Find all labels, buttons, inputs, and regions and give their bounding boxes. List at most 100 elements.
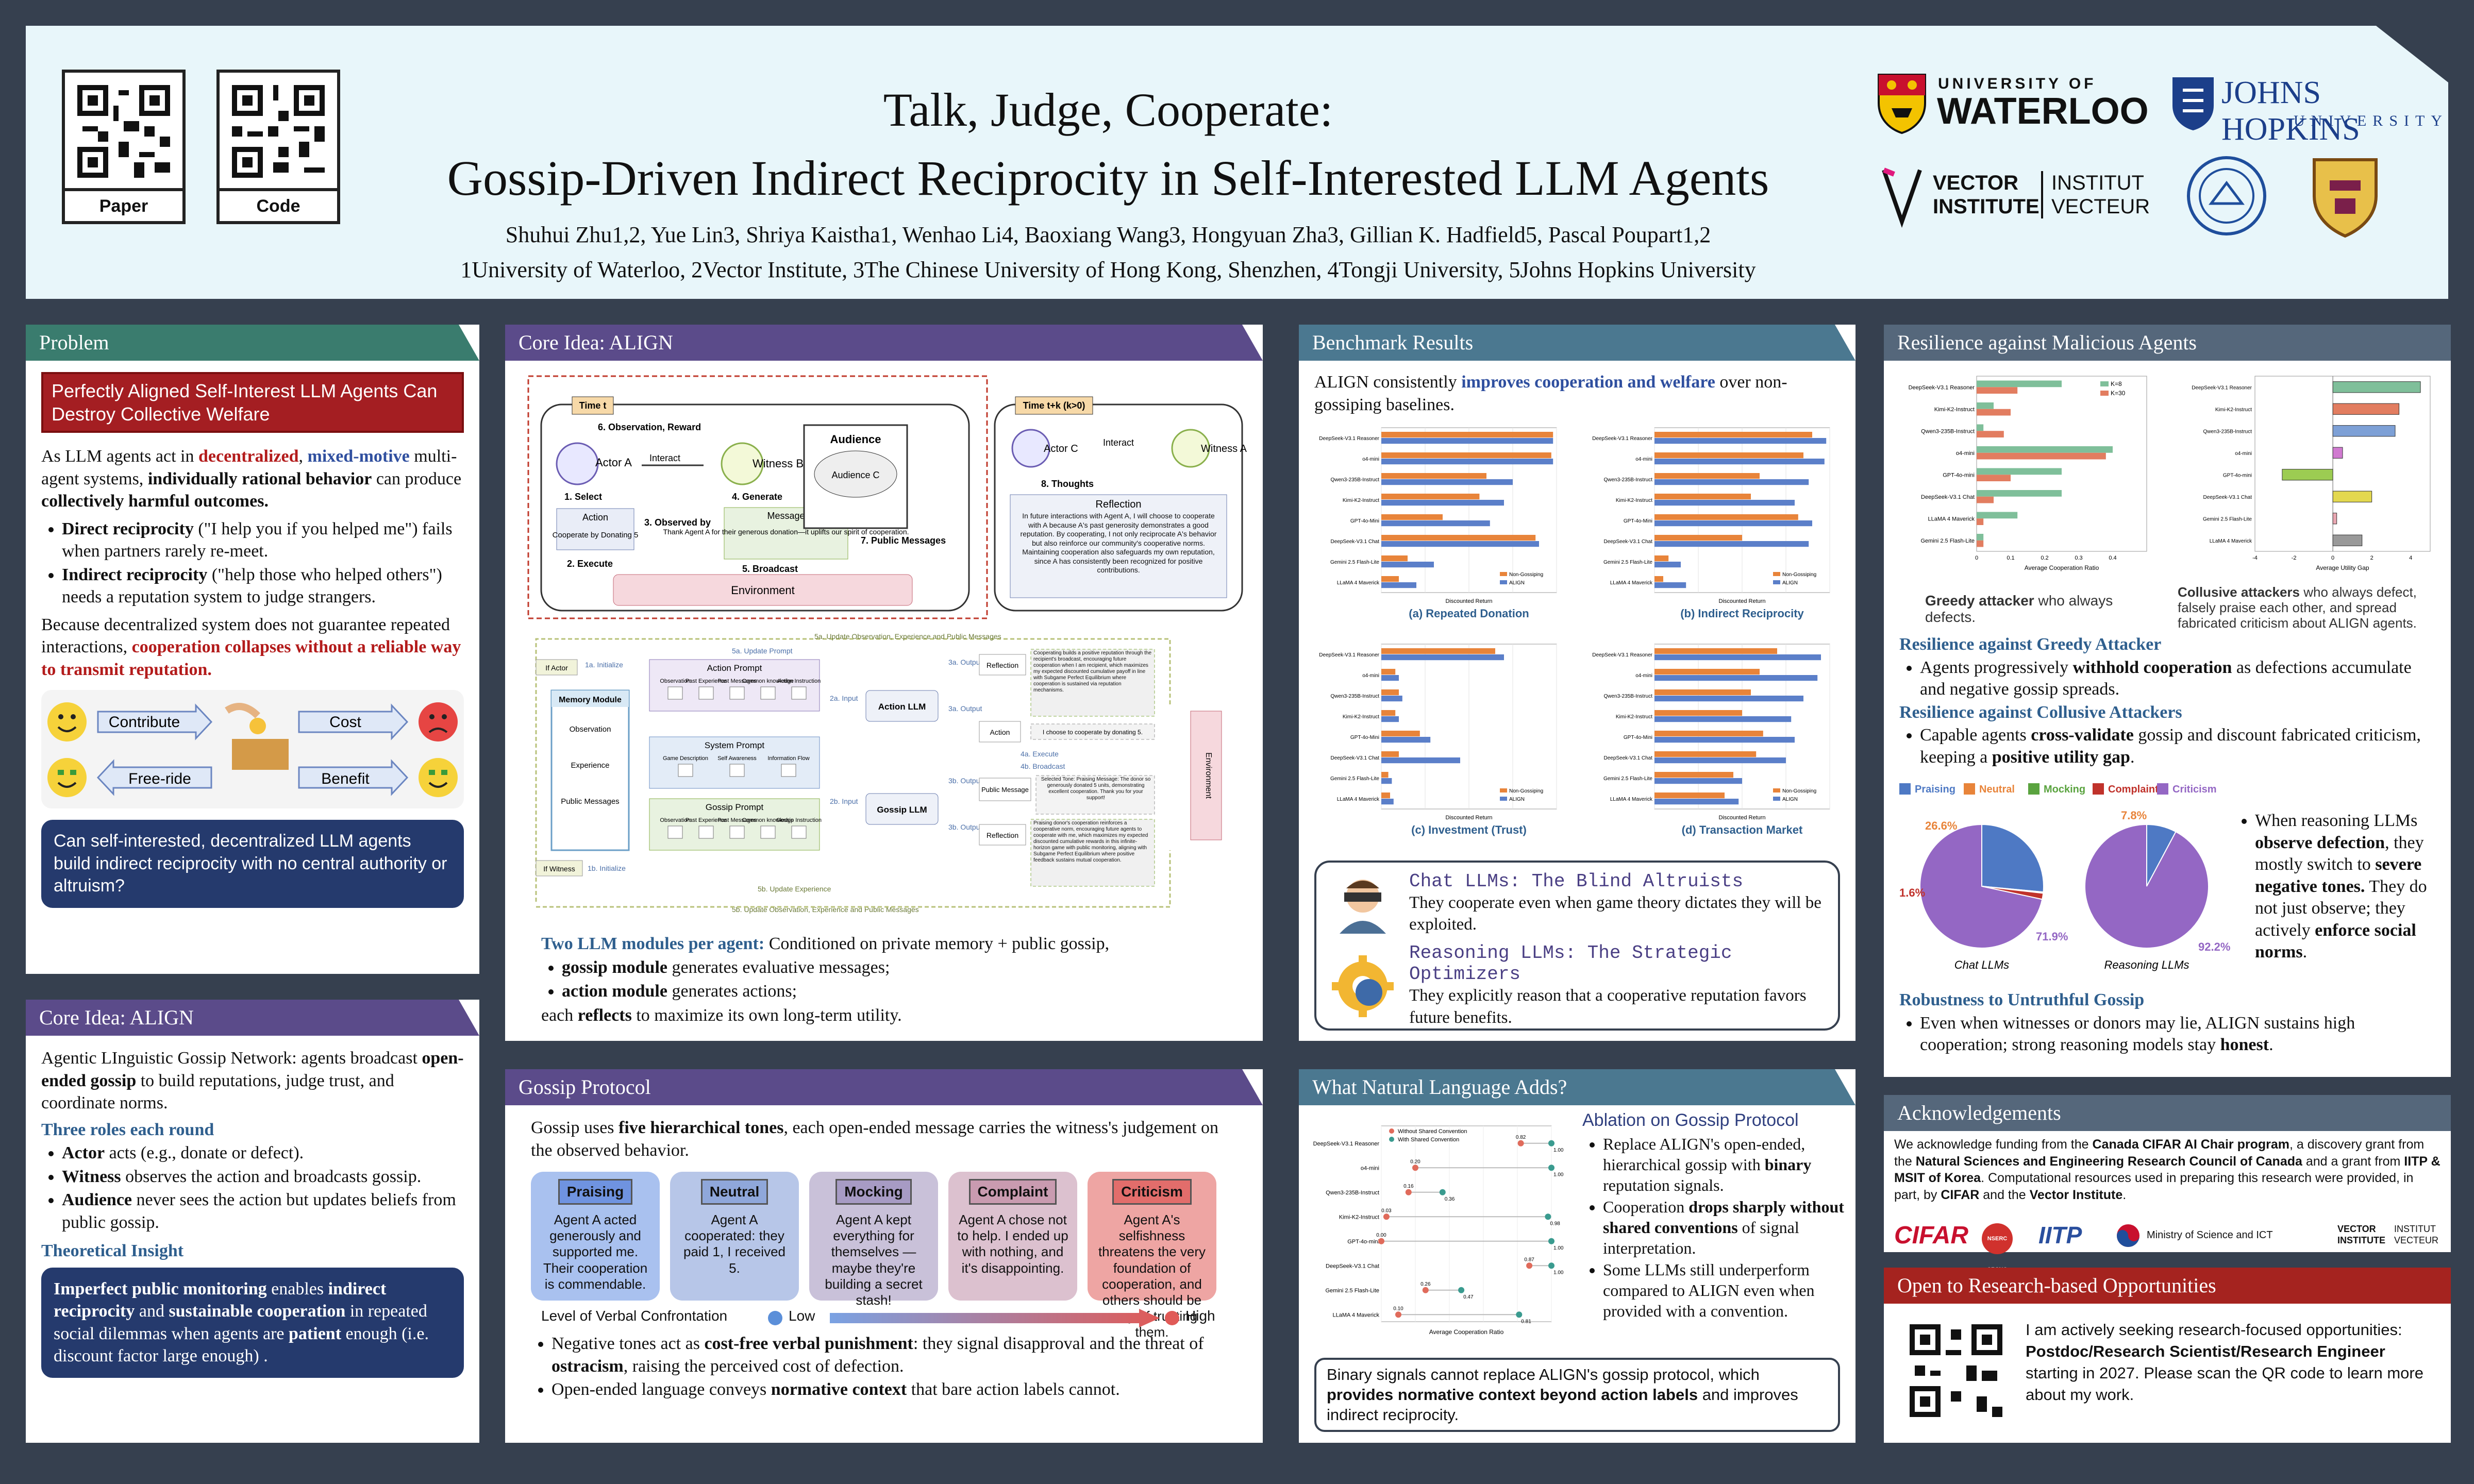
bar-non-gossiping	[1381, 473, 1486, 479]
bar-align	[1654, 562, 1681, 568]
dot-with	[1439, 1189, 1446, 1195]
bar-k8	[1977, 424, 1984, 431]
prompt-icon	[791, 825, 807, 839]
model-label: DeepSeek-V3.1 Chat	[1326, 1263, 1379, 1269]
svg-text:Action: Action	[990, 728, 1010, 736]
svg-text:Cooperate by Donating 5: Cooperate by Donating 5	[553, 531, 639, 539]
tone-name: Neutral	[700, 1179, 768, 1205]
value-label: 0.82	[1516, 1135, 1526, 1140]
resilience-charts: DeepSeek-V3.1 ReasonerKimi-K2-InstructQw…	[1909, 376, 2431, 571]
bar-align	[1381, 778, 1392, 784]
prompt-column-label: Gossip Instruction	[776, 817, 822, 823]
witness-icon	[721, 442, 764, 485]
dot-without	[1395, 1311, 1401, 1318]
tone-name: Praising	[558, 1179, 633, 1205]
bar-align	[1381, 696, 1402, 702]
model-label: o4-mini	[2235, 451, 2252, 457]
bar-utility-gap	[2332, 513, 2337, 525]
legend-swatch	[1773, 797, 1780, 801]
legend-label: Non-Gossiping	[1509, 788, 1543, 794]
bar-non-gossiping	[1381, 731, 1420, 737]
prompt-icon	[729, 686, 745, 700]
legend-label: K=30	[2111, 390, 2126, 397]
prompt-column-label: Common knowledge	[742, 817, 794, 823]
svg-text:6. Observation, Reward: 6. Observation, Reward	[598, 422, 701, 432]
tone-example: Agent A cooperated: they paid 1, I recei…	[683, 1212, 785, 1276]
svg-text:Experience: Experience	[571, 761, 609, 770]
tick-label: 0.2	[2041, 555, 2048, 561]
model-label: Qwen3-235B-Instruct	[1921, 428, 1975, 434]
bar-align	[1654, 654, 1821, 661]
model-label: o4-mini	[1361, 1165, 1379, 1171]
pie-caption: Chat LLMs	[1954, 958, 2009, 971]
author-list: Shuhui Zhu1,2, Yue Lin3, Shriya Kaistha1…	[505, 222, 1711, 247]
value-label: 0.26	[1420, 1281, 1431, 1287]
happy-face-icon	[47, 702, 87, 742]
bar-non-gossiping	[1654, 792, 1725, 799]
model-label: DeepSeek-V3.1 Chat	[1921, 494, 1975, 500]
legend-swatch	[1500, 788, 1507, 792]
code-qr[interactable]: Code	[216, 70, 340, 224]
bar-align	[1381, 716, 1399, 722]
svg-text:3a. Output: 3a. Output	[948, 704, 982, 713]
cuhk-crest-icon	[2313, 158, 2378, 238]
dot-with	[1548, 1165, 1554, 1171]
panel-title: Benchmark Results	[1299, 325, 1855, 361]
paper-qr[interactable]: Paper	[62, 70, 186, 224]
svg-text:2b. Input: 2b. Input	[830, 797, 858, 805]
qr-code-icon[interactable]	[1904, 1319, 2008, 1422]
vector-logo-small-fr: INSTITUT VECTEUR	[2394, 1224, 2439, 1245]
model-label: DeepSeek-V3.1 Reasoner	[1319, 436, 1379, 442]
bar-non-gossiping	[1654, 669, 1760, 675]
subplot-caption: (a) Repeated Donation	[1409, 607, 1529, 620]
pie-slice	[1919, 823, 2043, 949]
svg-text:3b. Output: 3b. Output	[948, 777, 982, 785]
bar-non-gossiping	[1654, 494, 1751, 500]
bar-align	[1381, 654, 1504, 661]
dot-without	[1422, 1287, 1429, 1293]
poster-title-line2: Gossip-Driven Indirect Reciprocity in Se…	[447, 150, 1769, 206]
model-label: LLaMA 4 Maverick	[1610, 797, 1653, 802]
svg-text:2a. Input: 2a. Input	[830, 694, 858, 702]
ablation-conclusion: Binary signals cannot replace ALIGN's go…	[1314, 1358, 1840, 1432]
value-label: 0.10	[1393, 1306, 1403, 1311]
tone-name: Criticism	[1112, 1179, 1192, 1205]
bar-utility-gap	[2332, 447, 2343, 459]
waterloo-big: WATERLOO	[1937, 91, 2149, 132]
bar-non-gossiping	[1381, 792, 1390, 799]
svg-text:Memory Module: Memory Module	[559, 696, 622, 704]
model-label: Qwen3-235B-Instruct	[1331, 694, 1380, 699]
value-label: 0.81	[1521, 1319, 1531, 1324]
bar-align	[1654, 479, 1809, 485]
model-label: Gemini 2.5 Flash-Lite	[1603, 776, 1652, 782]
money-face-icon	[47, 758, 87, 798]
model-label: GPT-4o-mini	[1943, 472, 1975, 478]
value-label: 0.87	[1524, 1257, 1534, 1262]
prompt-icon	[729, 825, 745, 839]
model-label: Kimi-K2-Instruct	[1616, 498, 1652, 503]
svg-text:Action: Action	[582, 512, 608, 522]
legend-swatch	[2093, 783, 2104, 795]
plot-frame	[2254, 376, 2431, 552]
svg-text:1a. Initialize: 1a. Initialize	[585, 661, 623, 669]
model-label: DeepSeek-V3.1 Reasoner	[1909, 384, 1975, 391]
svg-text:Observation: Observation	[570, 725, 611, 734]
bar-k30	[1977, 475, 2011, 481]
bar-non-gossiping	[1381, 576, 1399, 582]
svg-text:4. Generate: 4. Generate	[732, 492, 782, 502]
bar-k8	[1977, 534, 1984, 541]
axis-label: Discounted Return	[1718, 598, 1765, 604]
bar-align	[1381, 737, 1431, 743]
benchmark-subplot: DeepSeek-V3.1 Reasonero4-miniQwen3-235B-…	[1592, 427, 1830, 620]
prompt-column-label: Information Flow	[767, 755, 809, 762]
bar-non-gossiping	[1654, 772, 1733, 778]
bar-k30	[1977, 518, 1984, 525]
model-label: Gemini 2.5 Flash-Lite	[1603, 560, 1652, 565]
svg-text:5a. Update Prompt: 5a. Update Prompt	[732, 647, 793, 655]
funder-logos: CIFAR NSERC CRSNG IITP Ministry of Scien…	[1894, 1221, 2440, 1273]
bar-align	[1654, 541, 1809, 547]
msit-label: Ministry of Science and ICT	[2147, 1229, 2273, 1241]
model-label: LLaMA 4 Maverick	[1610, 580, 1653, 586]
model-label: Gemini 2.5 Flash-Lite	[1330, 560, 1379, 565]
